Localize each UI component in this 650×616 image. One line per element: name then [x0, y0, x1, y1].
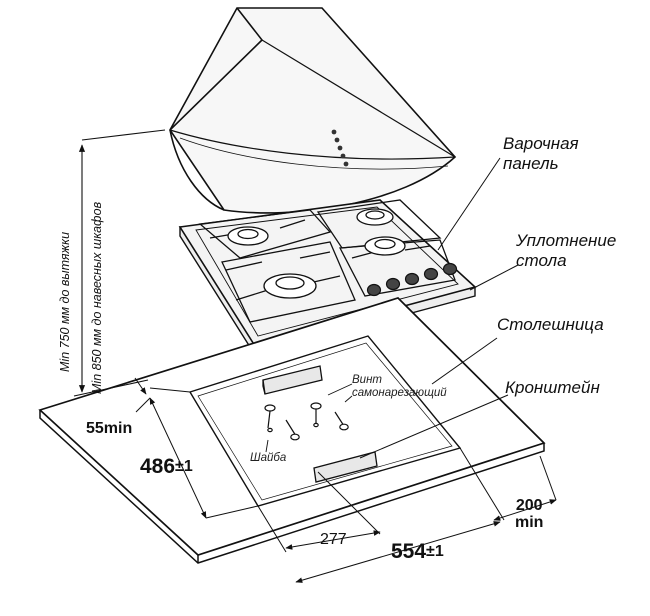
dim-200-unit: min [515, 514, 544, 531]
dim-label-486: 486±1 [140, 455, 193, 479]
label-screw-line2: самонарезающий [352, 387, 447, 399]
label-washer: Шайба [250, 452, 287, 464]
vertical-dimension [73, 129, 166, 397]
label-screw-line1: Винт [352, 374, 382, 386]
label-cabinet-min: Min 850 мм до навесных шкафов [90, 201, 104, 394]
label-screw: Винт самонарезающий [352, 374, 447, 400]
label-hood-min: Min 750 мм до вытяжки [58, 231, 72, 372]
hob-knobs [366, 262, 458, 297]
screw-leaders [265, 383, 353, 453]
label-seal-line1: Уплотнение [516, 231, 617, 250]
dim-label-200min: 200 min [515, 497, 543, 531]
dim-200min [493, 455, 557, 521]
hob-burners [227, 208, 406, 299]
hood-indicator-lights [331, 129, 349, 167]
dim-486-value: 486 [140, 455, 176, 478]
label-countertop: Столешница [497, 315, 604, 334]
dim-554-value: 554 [391, 540, 427, 563]
label-bracket: Кронштейн [505, 378, 600, 397]
dim-200-value: 200 [515, 497, 543, 514]
label-hob: Варочная панель [503, 134, 579, 174]
dim-label-277: 277 [320, 531, 347, 548]
dim-554-tol: ±1 [426, 543, 444, 560]
label-hob-line1: Варочная [503, 134, 579, 153]
callout-leaders [359, 157, 519, 459]
dim-486 [149, 397, 259, 519]
dim-label-55min: 55min [86, 420, 133, 437]
bracket-top [262, 365, 323, 395]
label-seal-line2: стола [516, 251, 567, 270]
dim-55min [134, 377, 191, 413]
hob-grates [198, 199, 456, 323]
dim-486-tol: ±1 [175, 458, 193, 475]
range-hood [169, 7, 457, 214]
label-seal: Уплотнение стола [516, 231, 616, 271]
bracket-front [313, 451, 378, 483]
screws [264, 402, 349, 441]
dim-label-554: 554±1 [391, 540, 444, 564]
label-hob-line2: панель [503, 154, 559, 173]
